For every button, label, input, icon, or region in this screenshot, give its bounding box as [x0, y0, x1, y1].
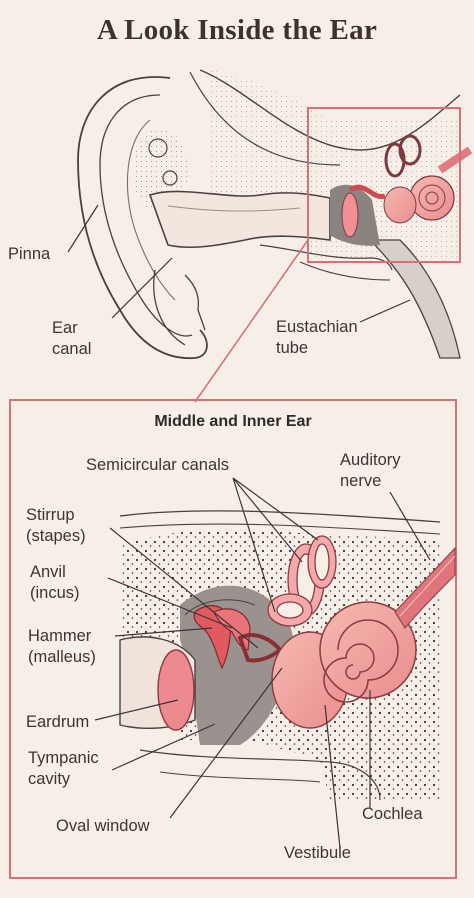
cochlea-shape: [319, 601, 417, 703]
label-ear-canal-line2: canal: [52, 340, 92, 358]
label-cochlea: Cochlea: [362, 805, 423, 823]
zoom-frame: [307, 107, 461, 263]
outer-ear-leader-lines: [67, 204, 411, 323]
label-tympanic-line1: Tympanic: [28, 749, 99, 767]
label-stirrup-line2: (stapes): [26, 527, 86, 545]
inset-title: Middle and Inner Ear: [154, 413, 312, 430]
page-title: A Look Inside the Ear: [96, 14, 378, 46]
inner-ear-illustration: [119, 510, 456, 801]
label-pinna: Pinna: [8, 245, 51, 263]
label-eustachian-line1: Eustachian: [276, 318, 358, 336]
label-eustachian-line2: tube: [276, 339, 309, 357]
label-eardrum: Eardrum: [26, 713, 90, 731]
label-oval-window: Oval window: [56, 817, 150, 835]
label-semicircular-canals: Semicircular canals: [86, 456, 230, 474]
outer-ear-illustration: [77, 69, 473, 403]
label-hammer-line1: Hammer: [28, 627, 92, 645]
label-auditory-line1: Auditory: [340, 451, 401, 469]
label-ear-canal-line1: Ear: [52, 319, 78, 337]
label-tympanic-line2: cavity: [28, 770, 71, 788]
label-hammer-line2: (malleus): [28, 648, 96, 666]
label-auditory-line2: nerve: [340, 472, 382, 490]
inset-leader-lines: [94, 477, 431, 849]
mini-inner-ear: [348, 134, 473, 224]
label-anvil-line2: (incus): [30, 584, 80, 602]
label-stirrup-line1: Stirrup: [26, 506, 75, 524]
eardrum-shape: [157, 649, 195, 731]
inset-frame: [9, 399, 457, 879]
label-anvil-line1: Anvil: [30, 563, 66, 581]
label-vestibule: Vestibule: [284, 844, 351, 862]
semicircular-canal-shapes: [267, 535, 337, 627]
